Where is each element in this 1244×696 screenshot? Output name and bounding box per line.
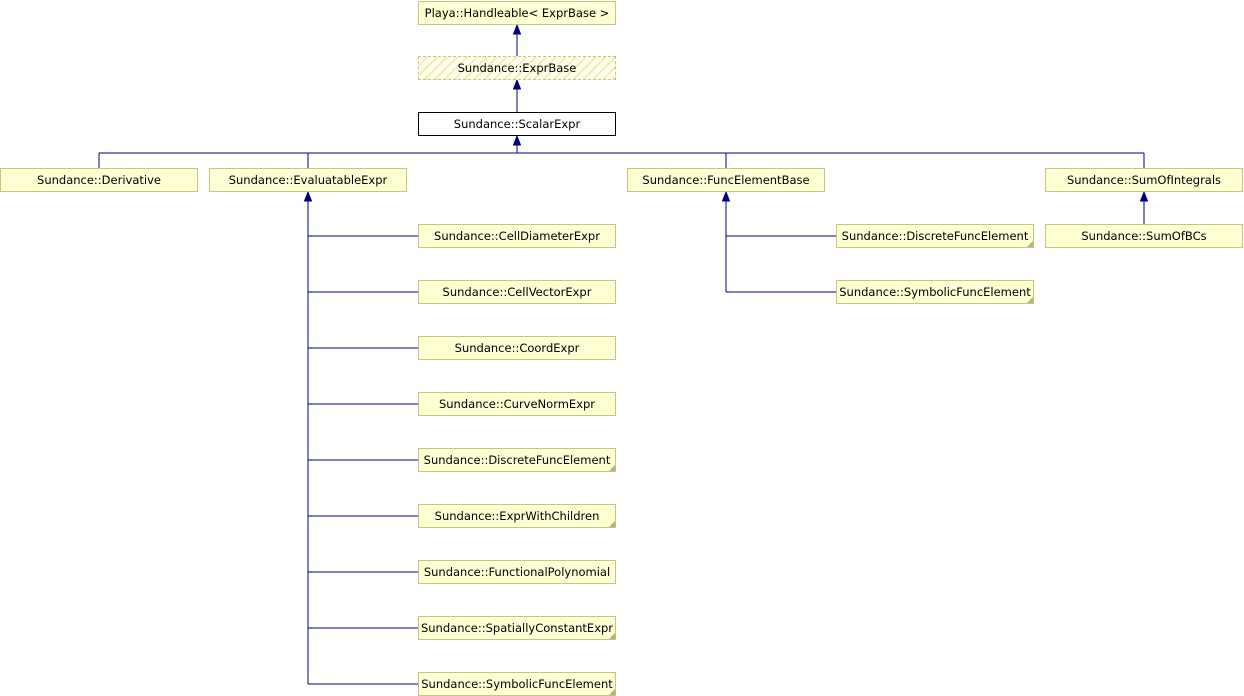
node-sundance-curvenormexpr[interactable]: Sundance::CurveNormExpr [418, 392, 616, 416]
node-label: Sundance::DiscreteFuncElement [423, 453, 611, 467]
node-sundance-sumofbcs[interactable]: Sundance::SumOfBCs [1045, 224, 1243, 248]
edge-arrowhead [512, 23, 522, 35]
node-label: Sundance::SymbolicFuncElement [839, 285, 1031, 299]
node-sundance-symbolicfuncelement[interactable]: Sundance::SymbolicFuncElement [836, 280, 1034, 304]
node-label: Sundance::ExprWithChildren [434, 509, 600, 523]
edge-arrowhead [1139, 190, 1149, 202]
node-label: Sundance::CellDiameterExpr [434, 229, 600, 243]
node-label: Sundance::SymbolicFuncElement [421, 677, 613, 691]
node-label: Sundance::SpatiallyConstantExpr [420, 621, 614, 635]
node-label: Playa::Handleable< ExprBase > [424, 6, 610, 20]
node-sundance-exprwithchildren[interactable]: Sundance::ExprWithChildren [418, 504, 616, 528]
node-sundance-symbolicfuncelement[interactable]: Sundance::SymbolicFuncElement [418, 672, 616, 696]
edge-arrowhead [512, 78, 522, 90]
node-label: Sundance::SumOfIntegrals [1066, 173, 1222, 187]
node-label: Sundance::EvaluatableExpr [228, 173, 388, 187]
node-label: Sundance::ExprBase [457, 61, 577, 75]
node-playa-handleable[interactable]: Playa::Handleable< ExprBase > [418, 1, 616, 25]
node-label: Sundance::CoordExpr [454, 341, 580, 355]
node-sundance-spatiallyconstantexpr[interactable]: Sundance::SpatiallyConstantExpr [418, 616, 616, 640]
node-label: Sundance::CellVectorExpr [442, 285, 592, 299]
node-sundance-functionalpolynomial[interactable]: Sundance::FunctionalPolynomial [418, 560, 616, 584]
node-label: Sundance::CurveNormExpr [438, 397, 596, 411]
node-sundance-exprbase[interactable]: Sundance::ExprBase [418, 56, 616, 80]
node-label: Sundance::Derivative [37, 173, 161, 187]
edge-arrowhead [303, 190, 313, 202]
node-label: Sundance::FunctionalPolynomial [423, 565, 611, 579]
node-sundance-evaluatableexpr[interactable]: Sundance::EvaluatableExpr [209, 168, 407, 192]
node-sundance-sumofintegrals[interactable]: Sundance::SumOfIntegrals [1045, 168, 1243, 192]
node-label: Sundance::DiscreteFuncElement [841, 229, 1029, 243]
edge-arrowhead [721, 190, 731, 202]
node-sundance-cellvectorexpr[interactable]: Sundance::CellVectorExpr [418, 280, 616, 304]
node-sundance-scalarexpr: Sundance::ScalarExpr [418, 112, 616, 136]
node-label: Sundance::SumOfBCs [1081, 229, 1207, 243]
node-sundance-funcelementbase[interactable]: Sundance::FuncElementBase [627, 168, 825, 192]
edge-arrowhead [512, 134, 522, 146]
node-label: Sundance::ScalarExpr [453, 117, 581, 131]
node-sundance-discretefuncelement[interactable]: Sundance::DiscreteFuncElement [418, 448, 616, 472]
node-sundance-coordexpr[interactable]: Sundance::CoordExpr [418, 336, 616, 360]
node-label: Sundance::FuncElementBase [642, 173, 810, 187]
node-sundance-derivative[interactable]: Sundance::Derivative [0, 168, 198, 192]
node-sundance-celldiameterexpr[interactable]: Sundance::CellDiameterExpr [418, 224, 616, 248]
node-sundance-discretefuncelement[interactable]: Sundance::DiscreteFuncElement [836, 224, 1034, 248]
